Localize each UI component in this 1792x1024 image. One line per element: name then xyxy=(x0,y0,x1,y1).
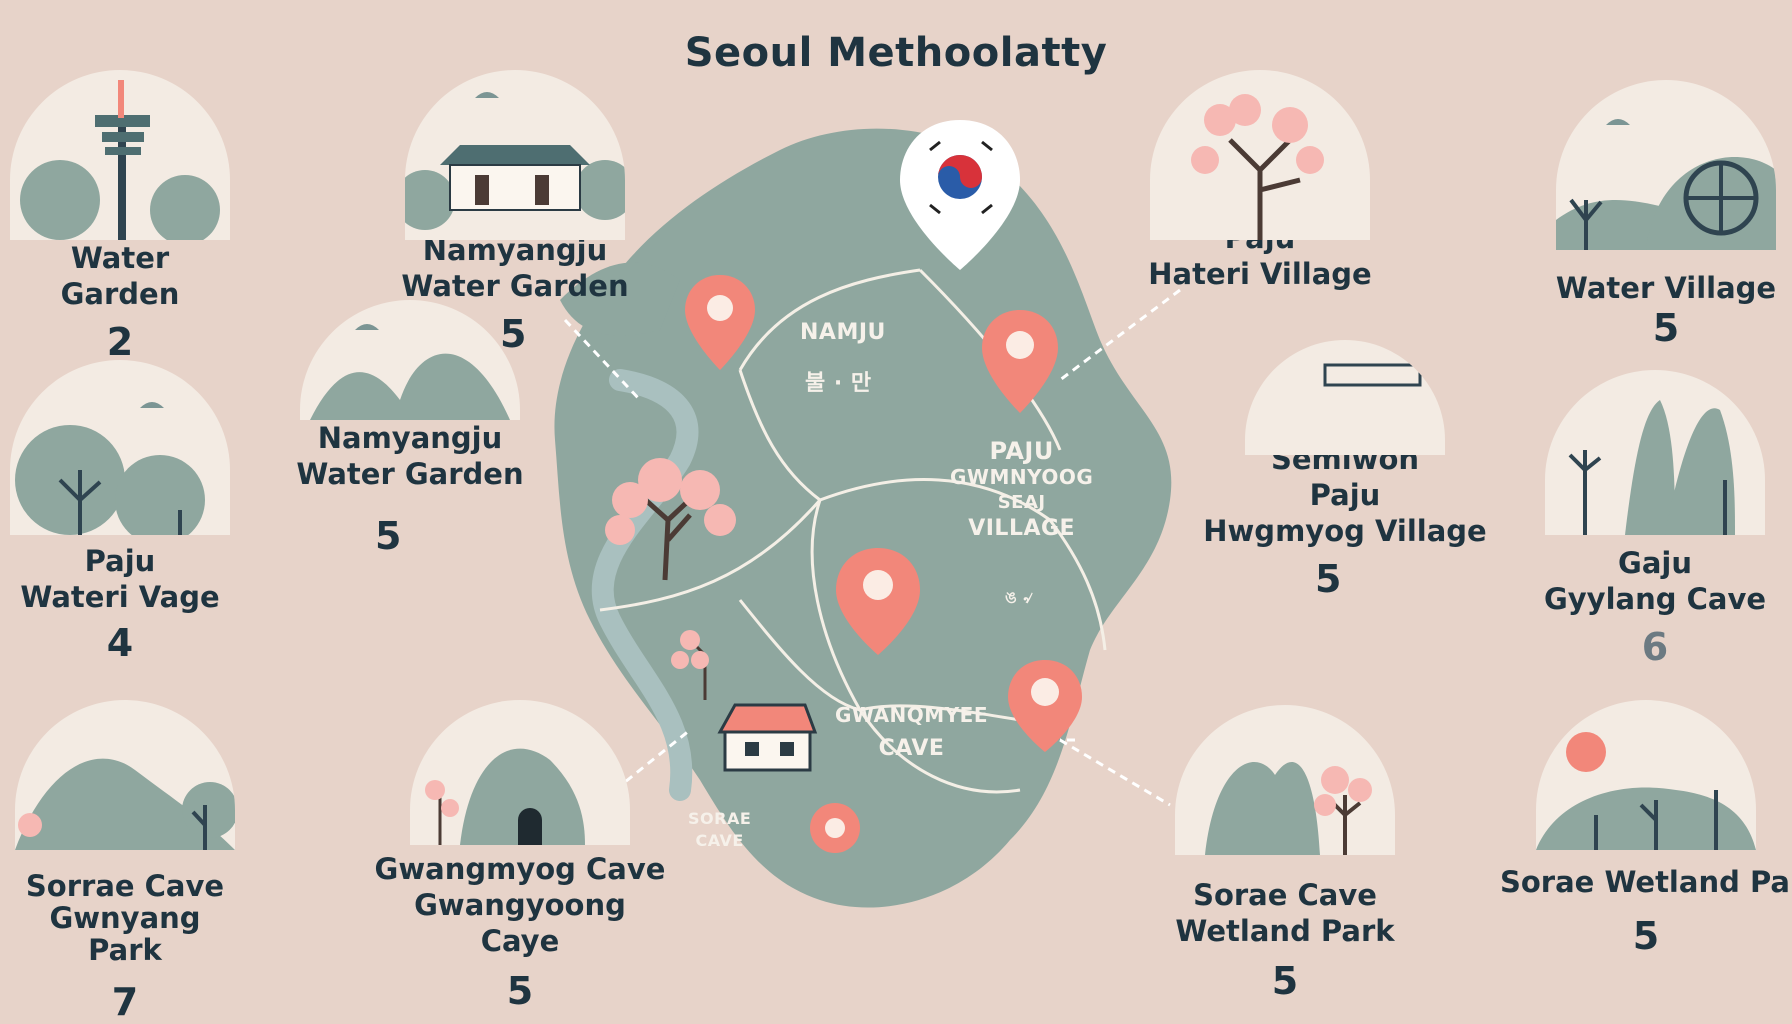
map-pin-icon[interactable] xyxy=(982,310,1058,413)
map-pin-icon[interactable] xyxy=(836,548,920,655)
river xyxy=(591,369,699,801)
card-gwangmyog-cave[interactable]: Gwangmyog Cave Gwangyoong Caye 5 xyxy=(370,700,670,1013)
rock-blossom-scene-icon xyxy=(1175,705,1395,855)
map-title: Seoul Methoolatty xyxy=(684,30,1108,76)
rocky-mountain-scene-icon xyxy=(15,700,235,850)
cherry-tree-scene-icon xyxy=(1150,70,1370,240)
map-pin-icon[interactable] xyxy=(685,275,755,370)
map-label-small: ঙ ৵ xyxy=(1005,588,1034,607)
cherry-blossom-tree-icon xyxy=(605,458,736,581)
map-label-sorae: SORAE CAVE xyxy=(688,809,752,850)
forest-scene-icon xyxy=(10,360,230,535)
card-water-garden[interactable]: Water Garden 2 xyxy=(10,70,230,364)
card-gangpyee-semiwon[interactable]: Gangpyee Semiwon Paju Hwgmyog Village 5 xyxy=(1200,340,1490,601)
map-label-namju: NAMJU xyxy=(800,320,886,345)
korea-flag-pin-icon[interactable] xyxy=(900,120,1020,270)
card-sorae-cave-wetland-park[interactable]: Sorae Cave Wetland Park 5 xyxy=(1165,705,1405,1003)
map-label-namju-korean: 불 · 만 xyxy=(805,371,872,396)
cave-scene-icon xyxy=(410,700,630,845)
building-scene-icon xyxy=(1245,340,1445,455)
card-paju-hateri-village[interactable]: Paju Hateri Village xyxy=(1140,70,1380,292)
hill-sun-scene-icon xyxy=(1536,700,1756,850)
mountain-scene-icon xyxy=(300,300,520,420)
card-namyangju-water-garden-1[interactable]: Namyangju Water Garden 5 xyxy=(390,70,640,356)
map-pin-icon[interactable] xyxy=(810,803,860,853)
card-sorrae-cave-gwnyang-park[interactable]: Sorrae Cave Gwnyang Park 7 xyxy=(10,700,240,1024)
waterwheel-scene-icon xyxy=(1556,80,1776,250)
hanok-scene-icon xyxy=(405,70,625,240)
card-namyangju-water-garden-2[interactable]: Namyangju Water Garden 5 xyxy=(270,300,550,558)
card-gaju-gyylang-cave[interactable]: Gaju Gyylang Cave 6 xyxy=(1540,370,1770,669)
card-paju-wateri-vage[interactable]: Paju Wateri Vage 4 xyxy=(5,360,235,665)
card-water-village[interactable]: Water Village 5 xyxy=(1540,80,1792,350)
cherry-blossom-tree-icon xyxy=(671,630,709,700)
pine-forest-scene-icon xyxy=(1545,370,1765,535)
map-pin-icon[interactable] xyxy=(1008,660,1082,752)
card-sorae-wetland-park[interactable]: Sorae Wetland Par 5 xyxy=(1500,700,1792,958)
tower-scene-icon xyxy=(10,70,230,240)
map-label-cave: GWANQMYEE CAVE xyxy=(835,703,989,761)
house-icon xyxy=(717,703,818,772)
map-label-paju: PAJU GWMNYOOG SEAJ VILLAGE xyxy=(950,437,1094,541)
